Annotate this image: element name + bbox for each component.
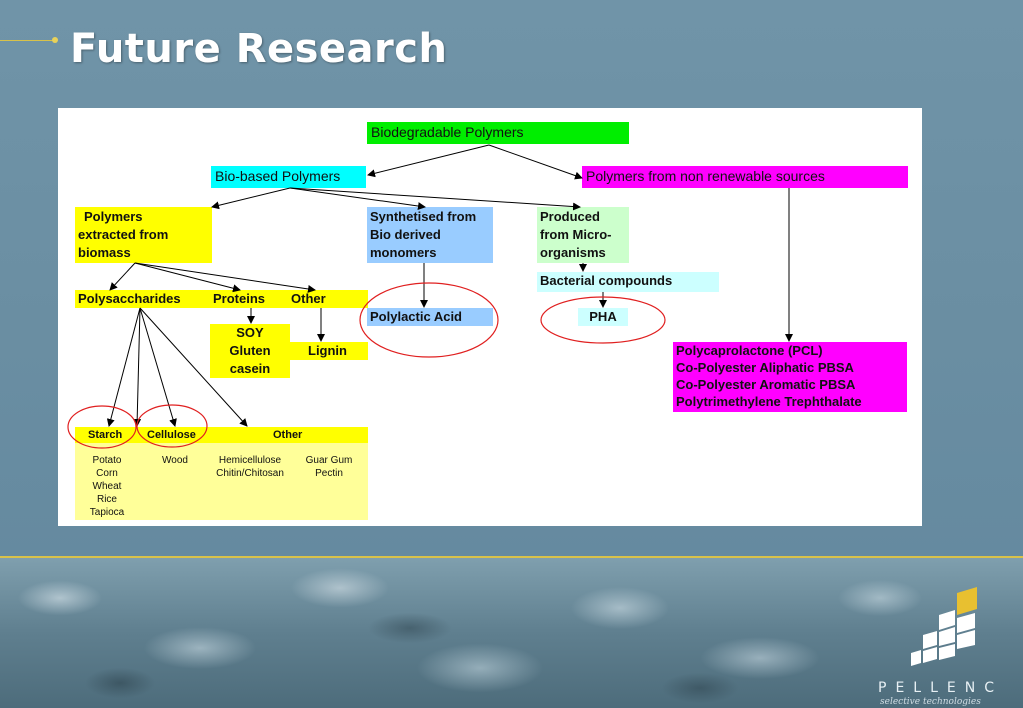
arrow-biobased-to-extracted bbox=[212, 188, 290, 207]
arrow-polysaccharides-to-starch-2 bbox=[137, 308, 140, 426]
arrow-polysaccharides-to-other bbox=[140, 308, 247, 426]
highlight-circle-cellulose bbox=[137, 405, 207, 447]
arrow-biobased-to-produced bbox=[290, 188, 580, 207]
footer-photo bbox=[0, 558, 1023, 708]
highlight-circle-starch bbox=[68, 406, 136, 448]
arrow-extracted-to-polysaccharides bbox=[110, 263, 135, 290]
logo-tagline: selective technologies bbox=[880, 697, 981, 707]
arrow-biobased-to-synthetised bbox=[290, 188, 425, 207]
pellenc-logo-icon bbox=[905, 585, 985, 675]
arrow-polysaccharides-to-starch bbox=[109, 308, 140, 426]
logo-wordmark: PELLENC bbox=[878, 680, 1003, 696]
arrow-polysaccharides-to-cellulose bbox=[140, 308, 175, 426]
arrow-root-to-biobased bbox=[368, 145, 489, 175]
highlight-circle-pla bbox=[360, 283, 498, 357]
arrow-root-to-nonrenewable bbox=[489, 145, 582, 178]
